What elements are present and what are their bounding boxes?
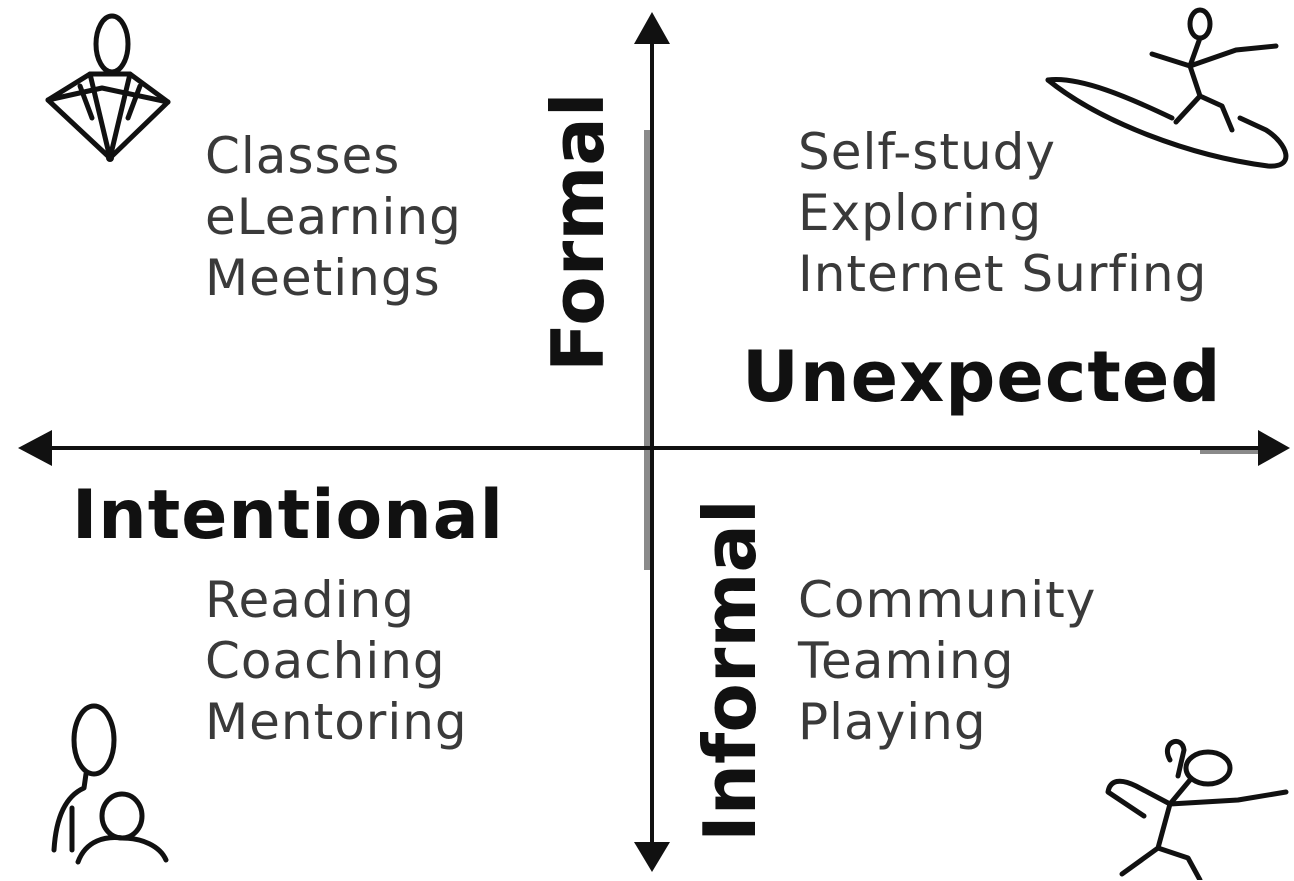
list-item: Exploring: [798, 184, 1043, 242]
list-item: Mentoring: [205, 693, 468, 751]
arrow-down-icon: [634, 842, 670, 872]
list-item: Playing: [798, 693, 987, 751]
axis-label-formal: Formal: [536, 92, 620, 372]
list-item: Classes: [205, 127, 401, 185]
axis-label-unexpected: Unexpected: [742, 336, 1222, 418]
list-item: Self-study: [798, 123, 1056, 181]
quadrant-top-left-list: Classes eLearning Meetings: [205, 126, 462, 309]
axis-label-informal: Informal: [688, 499, 772, 842]
list-item: Community: [798, 571, 1097, 629]
list-item: Internet Surfing: [798, 245, 1208, 303]
list-item: Meetings: [205, 249, 441, 307]
quadrant-bottom-left-list: Reading Coaching Mentoring: [205, 570, 468, 753]
playing-person-icon: [1105, 738, 1289, 880]
mentor-and-student-icon: [51, 703, 169, 865]
list-item: Reading: [205, 571, 415, 629]
list-item: eLearning: [205, 188, 462, 246]
list-item: Teaming: [798, 632, 1015, 690]
axis-label-intentional: Intentional: [72, 476, 504, 555]
arrow-left-icon: [18, 430, 52, 466]
list-item: Coaching: [205, 632, 446, 690]
arrow-up-icon: [634, 12, 670, 44]
quadrant-bottom-right-list: Community Teaming Playing: [798, 570, 1096, 753]
arrow-right-icon: [1258, 430, 1290, 466]
quadrant-top-right-list: Self-study Exploring Internet Surfing: [798, 122, 1207, 305]
meditating-person-icon: [45, 13, 171, 162]
surfer-icon: [1045, 7, 1289, 169]
